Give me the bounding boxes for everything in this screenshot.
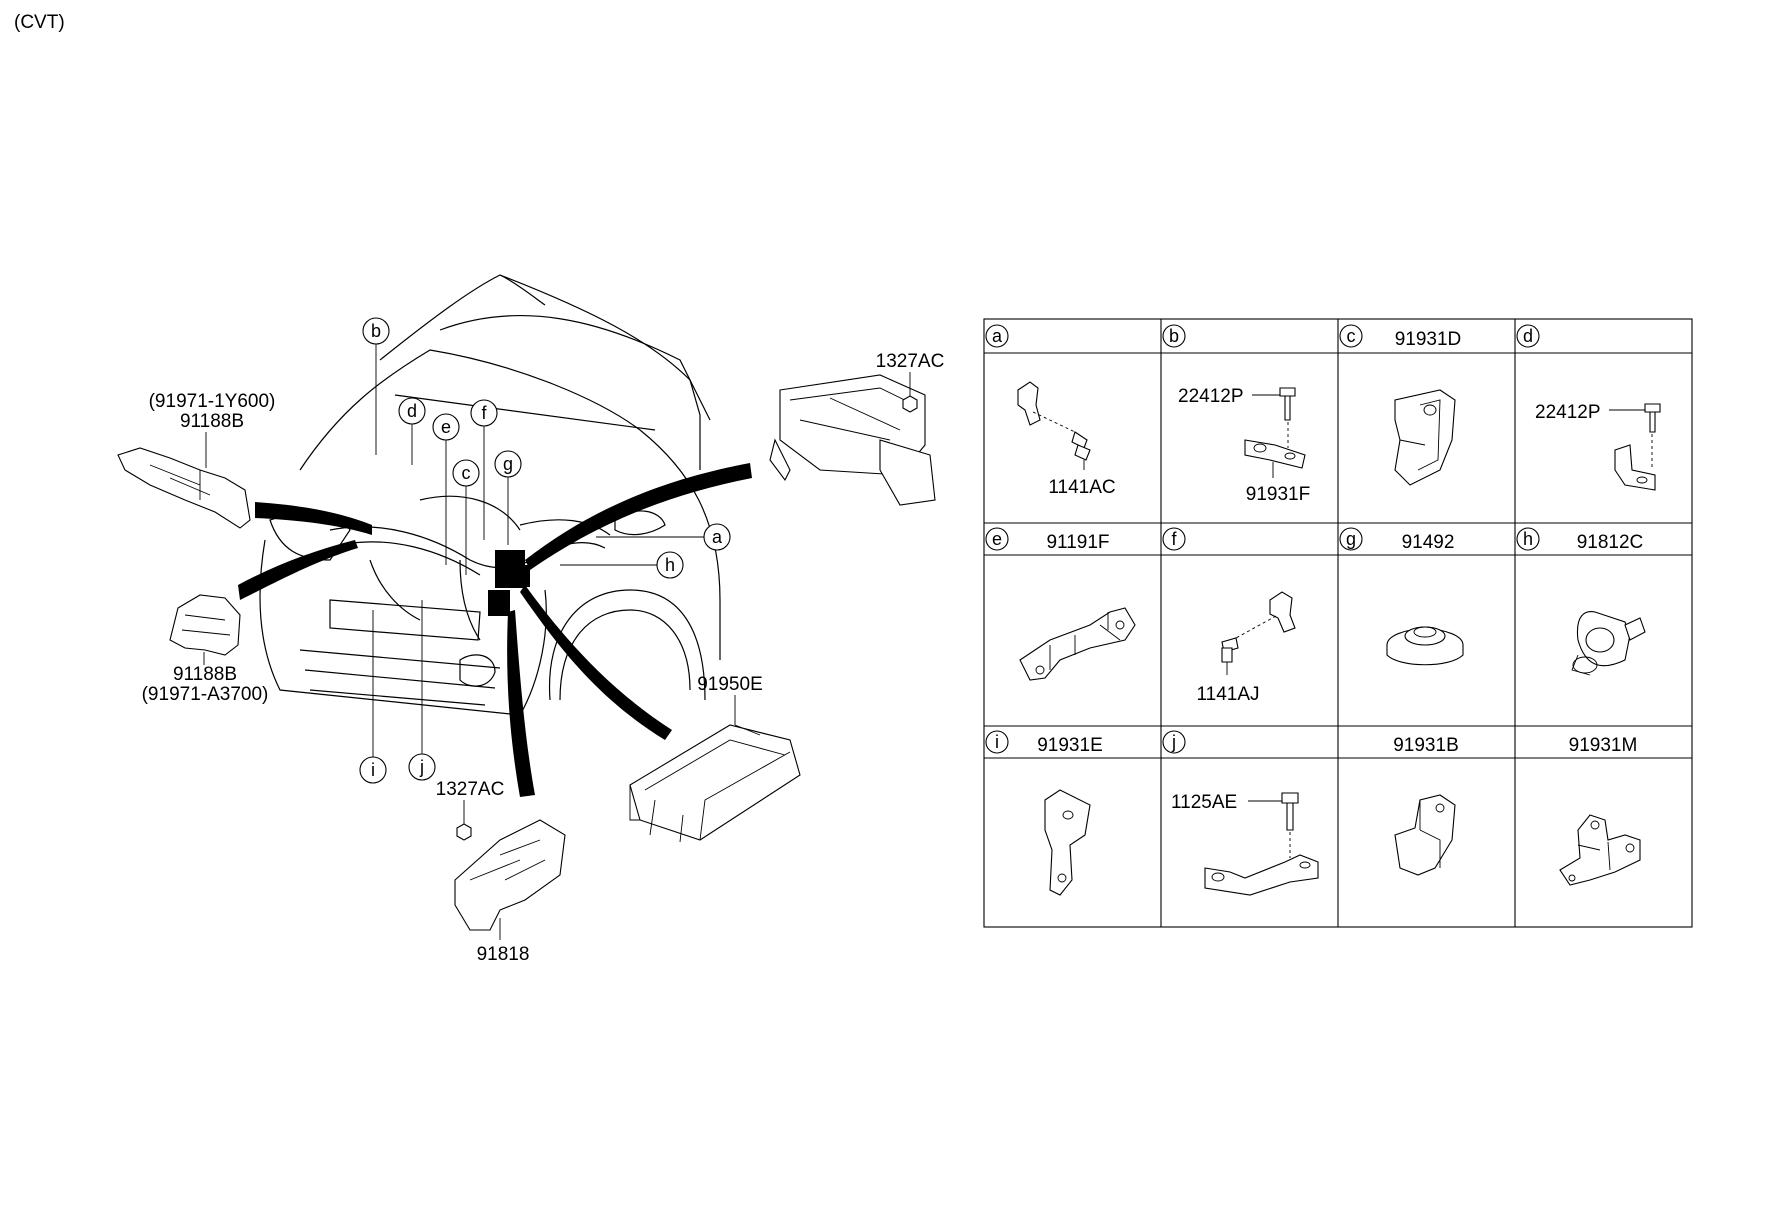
bracket-91188b-lower: 91188B (91971-A3700) — [142, 594, 269, 705]
cell-d-label-22412p: 22412P — [1535, 402, 1601, 423]
part-label-91971-1y600: (91971-1Y600) — [149, 391, 276, 412]
part-label-1327ac-upper: 1327AC — [876, 351, 945, 372]
callout-b: b — [371, 321, 381, 341]
callout-bubble-j — [408, 753, 436, 781]
parts-table — [983, 318, 1693, 928]
part-label-91818: 91818 — [477, 944, 530, 965]
callout-e: e — [441, 417, 451, 437]
callout-g: g — [503, 454, 513, 474]
callout-bubble-c — [452, 459, 480, 487]
cell-h-letter: h — [1523, 529, 1533, 549]
wiring-harness — [329, 495, 611, 641]
relay-box-91950e: 91950E — [629, 674, 801, 843]
vehicle-callouts: b d e f c g a h i j — [359, 317, 731, 784]
callout-bubble-g — [494, 450, 522, 478]
cell-f-drawing: 1141AJ — [1196, 591, 1296, 705]
cell-b-drawing: 22412P 91931F — [1178, 386, 1310, 505]
cell-c-drawing — [1394, 389, 1456, 486]
callout-h: h — [665, 555, 675, 575]
cell-d-drawing: 22412P — [1535, 402, 1661, 491]
cell-i-part: 91931E — [1037, 735, 1103, 756]
callout-bubble-d — [398, 397, 426, 425]
bracket-91188b-upper: (91971-1Y600) 91188B — [117, 391, 276, 529]
cell-l-part: 91931M — [1569, 735, 1638, 756]
callout-c: c — [462, 463, 471, 483]
cell-e-letter: e — [992, 529, 1002, 549]
cell-a-label-1141ac: 1141AC — [1048, 477, 1115, 498]
cell-c-letter: c — [1347, 326, 1356, 346]
cell-f-label-1141aj: 1141AJ — [1196, 684, 1259, 705]
cell-i-drawing — [1044, 789, 1091, 896]
cell-h-drawing — [1571, 611, 1646, 676]
cell-g-part: 91492 — [1402, 532, 1455, 553]
cell-a-letter: a — [992, 326, 1003, 346]
cell-i-letter: i — [995, 732, 999, 752]
cell-a-drawing: 1141AC — [1017, 381, 1116, 498]
variant-label: (CVT) — [14, 12, 65, 33]
callout-f: f — [481, 403, 487, 423]
cell-b-letter: b — [1169, 326, 1179, 346]
cell-e-drawing — [1019, 607, 1136, 681]
callout-d: d — [407, 401, 417, 421]
cell-h-part: 91812C — [1577, 532, 1644, 553]
cell-g-drawing — [1386, 626, 1464, 666]
cell-j-label-1125ae: 1125AE — [1171, 792, 1237, 813]
cell-k-part: 91931B — [1393, 735, 1459, 756]
part-label-91188b-upper: 91188B — [180, 411, 244, 432]
bracket-91818-assembly: 1327AC 91818 — [436, 779, 566, 965]
callout-a: a — [712, 527, 723, 547]
callout-bubble-i — [359, 756, 387, 784]
table-headers-row2: e 91191F f g 91492 h 91812C — [985, 527, 1644, 553]
cell-l-drawing — [1559, 814, 1641, 886]
callout-bubble-b — [362, 317, 390, 345]
cell-g-letter: g — [1346, 529, 1356, 549]
cell-j-letter: j — [1171, 732, 1176, 752]
leader-bands — [238, 463, 752, 797]
table-headers-row1: a b c 91931D d — [985, 324, 1540, 350]
cell-j-drawing: 1125AE — [1171, 792, 1319, 896]
fuse-box-assembly: 1327AC — [769, 351, 945, 506]
vehicle-outline — [259, 274, 721, 716]
cell-b-label-22412p: 22412P — [1178, 386, 1244, 407]
cell-k-drawing — [1394, 794, 1456, 876]
callout-bubble-a — [703, 523, 731, 551]
callout-bubble-h — [656, 551, 684, 579]
cell-d-letter: d — [1523, 326, 1533, 346]
callout-i: i — [371, 760, 375, 780]
part-label-91188b-lower: 91188B — [173, 664, 237, 685]
cell-b-label-91931f: 91931F — [1246, 484, 1310, 505]
callout-bubble-f — [470, 399, 498, 427]
table-headers-row3: i 91931E j 91931B 91931M — [985, 730, 1638, 756]
cell-e-part: 91191F — [1046, 532, 1109, 553]
callout-bubble-e — [432, 413, 460, 441]
cell-f-letter: f — [1171, 529, 1177, 549]
callout-j: j — [419, 757, 424, 777]
cell-c-part: 91931D — [1395, 329, 1462, 350]
part-label-91950e: 91950E — [697, 674, 763, 695]
part-label-91971-a3700: (91971-A3700) — [142, 684, 269, 705]
part-label-1327ac-lower: 1327AC — [436, 779, 505, 800]
